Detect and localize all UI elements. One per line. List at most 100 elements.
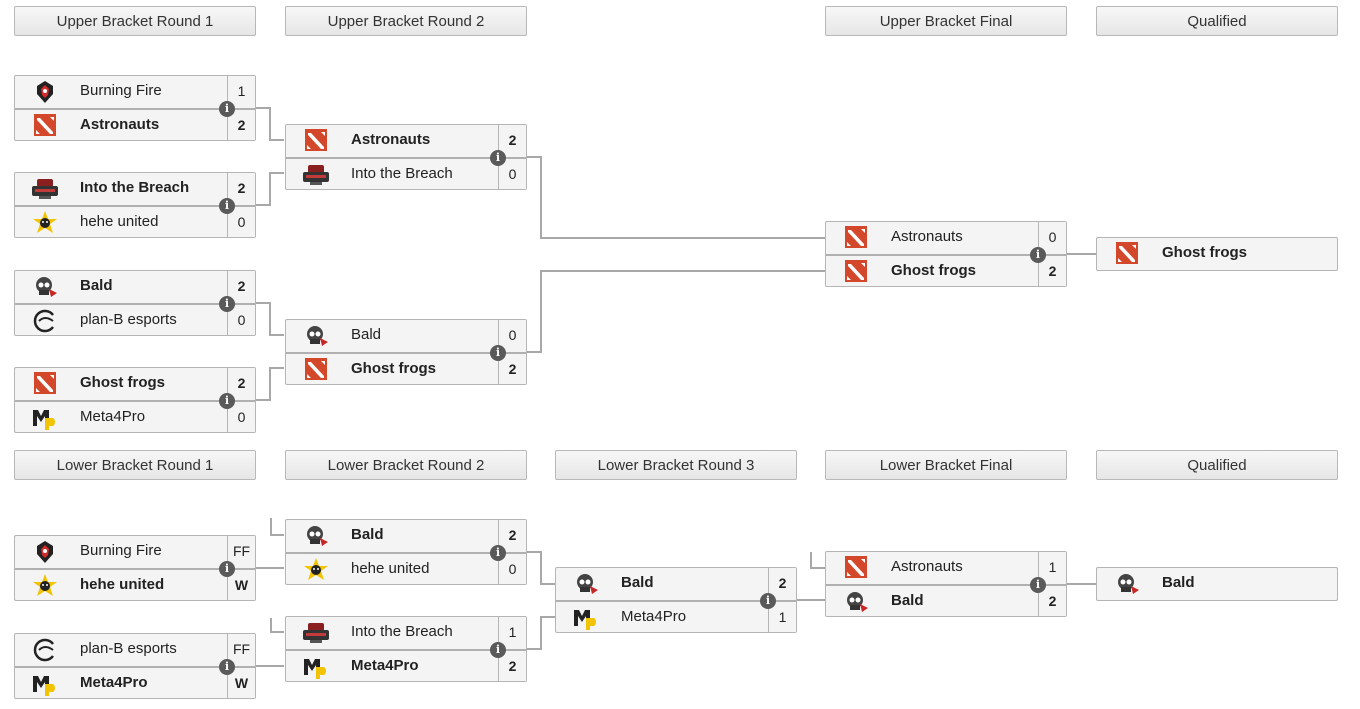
team-row-1[interactable]: Ghost frogs: [1097, 238, 1337, 270]
dota-logo: [842, 556, 870, 580]
match-info-icon[interactable]: i: [219, 198, 235, 214]
team-row-1[interactable]: Bald: [1097, 568, 1337, 600]
header-upper-final: Upper Bracket Final: [825, 6, 1067, 36]
team-name: Bald: [621, 574, 654, 591]
team-name: Ghost frogs: [891, 262, 976, 279]
match-info-icon[interactable]: i: [219, 296, 235, 312]
team-score: W: [227, 668, 255, 698]
team-score: 0: [227, 305, 255, 335]
into-the-breach-logo: [302, 163, 330, 187]
hehe-united-logo: [302, 558, 330, 582]
bald-logo: [302, 324, 330, 348]
match-info-icon[interactable]: i: [490, 545, 506, 561]
burning-fire-logo: [31, 80, 59, 104]
match-info-icon[interactable]: i: [1030, 577, 1046, 593]
team-name: Meta4Pro: [621, 608, 687, 625]
match-info-icon[interactable]: i: [219, 101, 235, 117]
team-name: hehe united: [351, 560, 430, 577]
dota-logo: [302, 129, 330, 153]
bald-logo: [302, 524, 330, 548]
header-lower-round-3: Lower Bracket Round 3: [555, 450, 797, 480]
burning-fire-logo: [31, 540, 59, 564]
match-info-icon[interactable]: i: [219, 659, 235, 675]
team-name: Ghost frogs: [1162, 244, 1247, 261]
dota-logo: [842, 260, 870, 284]
team-name: Ghost frogs: [80, 374, 165, 391]
team-name: Bald: [1162, 574, 1195, 591]
into-the-breach-logo: [302, 621, 330, 645]
match-info-icon[interactable]: i: [219, 561, 235, 577]
bald-logo: [572, 572, 600, 596]
team-name: Meta4Pro: [351, 657, 419, 674]
dota-logo: [31, 114, 59, 138]
match-info-icon[interactable]: i: [490, 345, 506, 361]
header-upper-qualified: Qualified: [1096, 6, 1338, 36]
header-lower-final: Lower Bracket Final: [825, 450, 1067, 480]
plan-b-logo: [31, 309, 59, 333]
dota-logo: [31, 372, 59, 396]
bald-logo: [1113, 572, 1141, 596]
header-lower-qualified: Qualified: [1096, 450, 1338, 480]
meta4pro-logo: [572, 606, 600, 630]
header-upper-round-2: Upper Bracket Round 2: [285, 6, 527, 36]
match-info-icon[interactable]: i: [760, 593, 776, 609]
header-lower-round-2: Lower Bracket Round 2: [285, 450, 527, 480]
plan-b-logo: [31, 638, 59, 662]
team-name: Astronauts: [891, 558, 963, 575]
team-name: Bald: [351, 326, 382, 343]
dota-logo: [1113, 242, 1141, 266]
team-name: plan-B esports: [80, 640, 177, 657]
bald-logo: [842, 590, 870, 614]
into-the-breach-logo: [31, 177, 59, 201]
team-name: hehe united: [80, 576, 165, 593]
team-name: Into the Breach: [351, 165, 453, 182]
match-info-icon[interactable]: i: [219, 393, 235, 409]
match-info-icon[interactable]: i: [1030, 247, 1046, 263]
team-name: Astronauts: [891, 228, 963, 245]
team-name: plan-B esports: [80, 311, 177, 328]
header-upper-round-1: Upper Bracket Round 1: [14, 6, 256, 36]
dota-logo: [302, 358, 330, 382]
qualified-upper-team[interactable]: Ghost frogs: [1096, 237, 1338, 271]
match-info-icon[interactable]: i: [490, 642, 506, 658]
team-name: Bald: [351, 526, 384, 543]
header-lower-round-1: Lower Bracket Round 1: [14, 450, 256, 480]
team-name: Into the Breach: [351, 623, 453, 640]
match-info-icon[interactable]: i: [490, 150, 506, 166]
team-row-2[interactable]: plan-B esports 0: [15, 303, 255, 335]
qualified-lower-team[interactable]: Bald: [1096, 567, 1338, 601]
hehe-united-logo: [31, 574, 59, 598]
